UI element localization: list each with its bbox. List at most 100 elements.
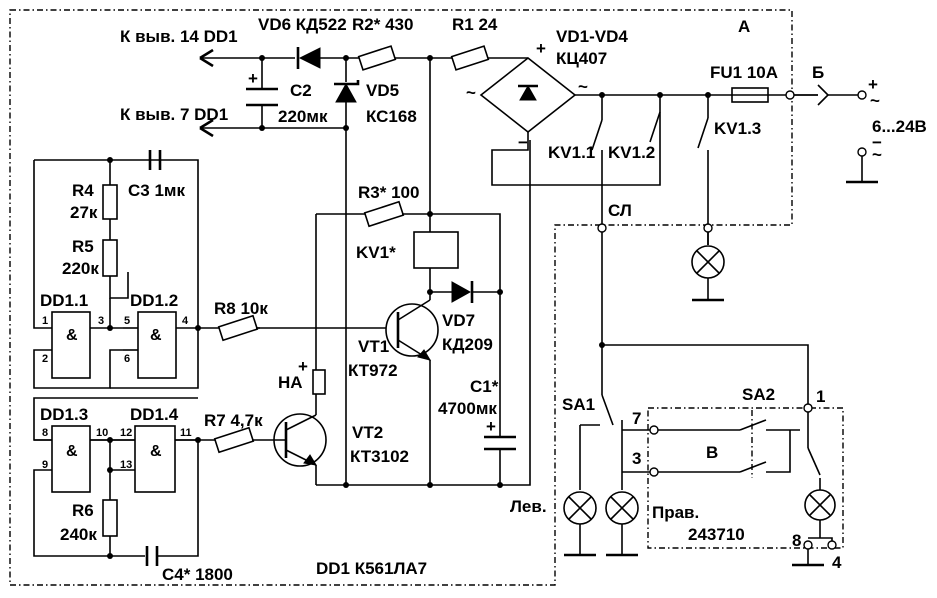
pin-6: 6 — [124, 353, 130, 365]
vt2-transistor — [273, 413, 327, 485]
label-vt1-val: КТ972 — [348, 361, 398, 380]
label-term-3: 3 — [632, 449, 641, 468]
output-connector — [785, 84, 878, 184]
diode-bridge — [479, 56, 818, 186]
label-vd5-val: КС168 — [366, 107, 417, 126]
label-r1: R1 24 — [452, 15, 498, 34]
gate-dd1-1-symbol: & — [66, 327, 78, 344]
label-block-a: А — [738, 17, 750, 36]
label-dd1-1: DD1.1 — [40, 291, 88, 310]
label-r6: R6 — [72, 501, 94, 520]
label-vd7: VD7 — [442, 311, 475, 330]
block-v-boundary — [647, 407, 844, 549]
lamp-kv13 — [691, 223, 725, 302]
label-vt2-val: КТ3102 — [350, 447, 409, 466]
label-bridge-tilde-left: ~ — [466, 83, 476, 102]
relay-supply-line — [427, 55, 433, 232]
label-supply-voltage: 6...24В — [872, 117, 927, 136]
label-c2: C2 — [290, 81, 312, 100]
label-kv1-3: KV1.3 — [714, 119, 761, 138]
label-c2-val: 220мк — [278, 107, 328, 126]
label-bridge-plus: + — [536, 39, 546, 58]
r1-resistor — [450, 45, 490, 71]
label-bridge-tilde-right: ~ — [578, 77, 588, 96]
label-ha-plus: + — [298, 357, 308, 376]
label-relay-part: 243710 — [688, 525, 745, 544]
pin-10: 10 — [96, 427, 108, 439]
label-dd1-2: DD1.2 — [130, 291, 178, 310]
gate-dd1-2 — [123, 311, 260, 379]
kv1-coil — [413, 231, 459, 295]
label-dd1-3: DD1.3 — [40, 405, 88, 424]
pin-9: 9 — [42, 459, 48, 471]
label-r6-val: 240к — [60, 525, 97, 544]
label-r3: R3* 100 — [358, 183, 419, 202]
label-r5: R5 — [72, 237, 94, 256]
sl-line — [597, 223, 809, 404]
label-tilde-gnd: ~ — [872, 145, 882, 164]
sa1-switch — [579, 394, 659, 490]
block-a-boundary — [9, 9, 793, 586]
label-c3: C3 1мк — [128, 181, 185, 200]
label-to-pin7: К выв. 7 DD1 — [120, 105, 228, 124]
label-tilde-out: ~ — [870, 91, 880, 110]
label-term-7: 7 — [632, 409, 641, 428]
label-fu1: FU1 10А — [710, 63, 778, 82]
label-kc407: КЦ407 — [556, 49, 607, 68]
lamp-right — [792, 489, 837, 567]
label-block-b: Б — [812, 63, 824, 82]
label-left: Лев. — [510, 497, 547, 516]
pin-4: 4 — [182, 315, 189, 327]
label-right: Прав. — [652, 503, 699, 522]
gate-dd1-3 — [51, 425, 91, 493]
ground-bus — [316, 140, 531, 488]
label-to-pin14: К выв. 14 DD1 — [120, 27, 238, 46]
label-c4: C4* 1800 — [162, 565, 233, 584]
kv1-3-contact — [697, 92, 711, 245]
label-vt2: VT2 — [352, 423, 383, 442]
r8-resistor — [217, 314, 396, 342]
r5-resistor — [102, 239, 118, 277]
label-block-v: В — [706, 443, 718, 462]
gate-dd1-3-symbol: & — [66, 443, 78, 460]
r2-resistor — [357, 45, 397, 71]
label-dd1-chip: DD1 К561ЛА7 — [316, 559, 427, 578]
pin-1: 1 — [42, 315, 48, 327]
pin-8: 8 — [42, 427, 48, 439]
label-minus-out: − — [872, 133, 882, 152]
oscillator-1 — [33, 150, 199, 389]
pin-3: 3 — [98, 315, 104, 327]
lamp-left-1 — [563, 491, 597, 557]
label-kv1-1: KV1.1 — [548, 143, 595, 162]
vt1-transistor — [385, 268, 439, 485]
label-sl: СЛ — [608, 201, 632, 220]
label-r2: R2* 430 — [352, 15, 413, 34]
pin-2: 2 — [42, 353, 48, 365]
label-r7: R7 4,7к — [204, 411, 263, 430]
label-c1-val: 4700мк — [438, 399, 497, 418]
gate-dd1-4-symbol: & — [150, 443, 162, 460]
label-term-8: 8 — [792, 531, 801, 550]
r3-branch — [315, 200, 501, 370]
label-r4: R4 — [72, 181, 94, 200]
label-r8: R8 10к — [214, 299, 268, 318]
pin-5: 5 — [124, 315, 130, 327]
label-r5-val: 220к — [62, 259, 99, 278]
c1-capacitor — [484, 292, 516, 485]
label-bridge-minus: − — [518, 133, 528, 152]
gate-dd1-4 — [134, 425, 216, 493]
label-kv1: KV1* — [356, 243, 396, 262]
gate-dd1-1 — [51, 311, 91, 379]
label-kv1-2: KV1.2 — [608, 143, 655, 162]
fu1-fuse — [731, 87, 769, 103]
vd6-diode — [296, 47, 321, 69]
pin-12: 12 — [120, 427, 132, 439]
kv1-2-contact — [649, 92, 663, 143]
label-term-4: 4 — [832, 553, 842, 572]
r7-resistor — [213, 426, 286, 454]
oscillator-2 — [33, 397, 201, 566]
relay-b-contacts — [658, 410, 800, 478]
lamp-left-2 — [605, 491, 639, 557]
kv1-1-contact — [591, 92, 605, 228]
